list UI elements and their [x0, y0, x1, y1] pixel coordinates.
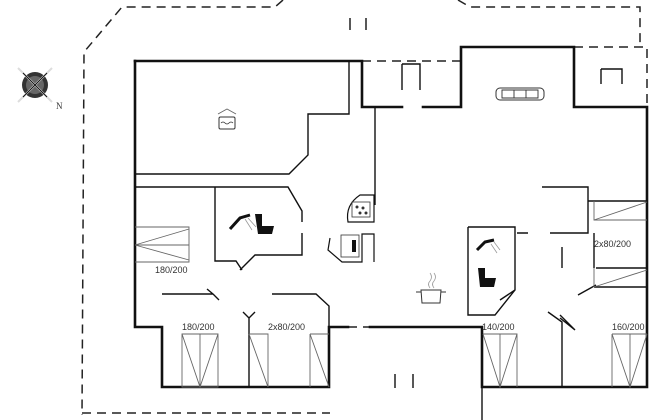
shower-icon — [228, 213, 501, 254]
toilet-icon — [255, 214, 496, 287]
bed-size-label: 140/200 — [482, 322, 515, 332]
sofa-icon — [495, 87, 545, 101]
bed-size-label: 2x80/200 — [268, 322, 306, 332]
beds — [134, 201, 648, 389]
bed-size-label: 180/200 — [182, 322, 215, 332]
north-label: N — [56, 101, 63, 111]
spa-shower-icon — [327, 233, 375, 263]
terrace-outline — [81, 0, 648, 416]
interior-walls — [135, 18, 647, 388]
bed-size-label: 160/200 — [612, 322, 645, 332]
bed-size-label: 2x80/200 — [594, 239, 632, 249]
compass-icon — [17, 67, 53, 103]
sauna-icon — [346, 194, 375, 223]
pool-icon — [217, 108, 237, 130]
bed-size-label: 180/200 — [155, 265, 188, 275]
pot-icon — [416, 272, 446, 304]
